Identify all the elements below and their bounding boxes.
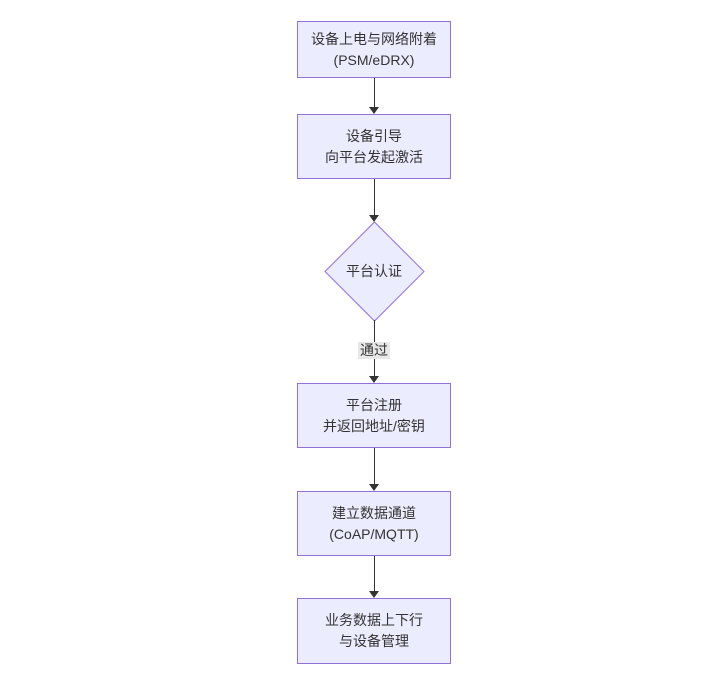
edge-arrow-4	[367, 448, 381, 491]
edge-line	[373, 78, 375, 108]
node-text-line: 建立数据通道	[332, 504, 416, 521]
edge-label-pass: 通过	[358, 342, 390, 359]
edge-line	[373, 179, 375, 216]
edge-arrow-3: 通过	[358, 320, 390, 383]
node-text-line: (PSM/eDRX)	[333, 51, 415, 68]
flow-node-bootstrap: 设备引导 向平台发起激活	[297, 114, 451, 179]
edge-line	[373, 448, 375, 485]
node-text-line: 设备引导	[346, 127, 402, 144]
node-text-line: 业务数据上下行	[325, 612, 423, 628]
node-text-line: 平台注册	[346, 396, 402, 413]
flow-node-register: 平台注册 并返回地址/密钥	[297, 383, 451, 448]
node-text-line: 向平台发起激活	[325, 148, 423, 165]
flow-column: 设备上电与网络附着 (PSM/eDRX) 设备引导 向平台发起激活 平台认证 通…	[296, 21, 452, 664]
node-text-line: 设备上电与网络附着	[311, 30, 437, 47]
node-text-line: 平台认证	[346, 263, 402, 279]
flow-node-business-mgmt: 业务数据上下行 与设备管理	[297, 598, 451, 664]
node-text-line: 并返回地址/密钥	[323, 417, 425, 434]
flow-node-auth-decision: 平台认证	[324, 221, 425, 322]
node-text-line: 与设备管理	[339, 633, 409, 649]
edge-arrow-2	[367, 179, 381, 222]
flow-node-power-attach: 设备上电与网络附着 (PSM/eDRX)	[297, 21, 451, 78]
edge-arrow-1	[367, 78, 381, 114]
flow-node-data-channel: 建立数据通道 (CoAP/MQTT)	[297, 491, 451, 556]
edge-arrow-5	[367, 556, 381, 598]
edge-line	[373, 556, 375, 592]
node-text-line: (CoAP/MQTT)	[329, 525, 419, 542]
